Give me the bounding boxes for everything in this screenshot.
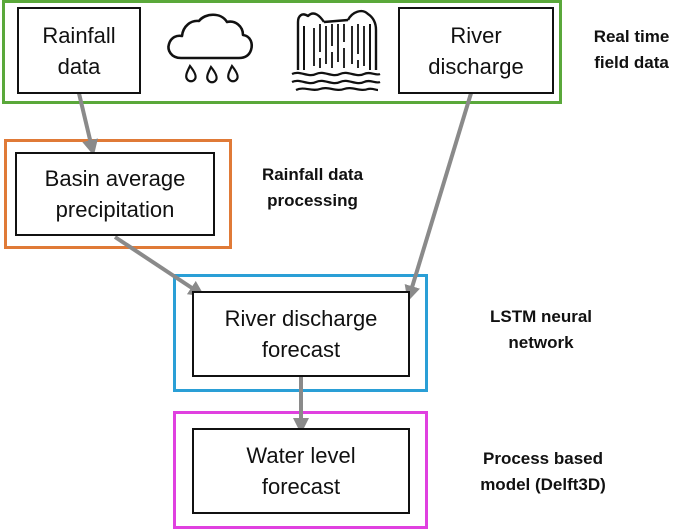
- river-discharge-box: River discharge: [398, 7, 554, 94]
- rainfall-data-box: Rainfall data: [17, 7, 141, 94]
- arrow-discharge-to-forecast: [404, 89, 474, 302]
- waterfall-icon: [291, 9, 381, 92]
- field-data-label: Real time field data: [593, 27, 670, 72]
- arrow-basin-to-forecast: [113, 235, 205, 297]
- arrow-rainfall-to-basin: [75, 84, 98, 156]
- rain-cloud-icon: [167, 13, 254, 84]
- rainfall-processing-frame: [4, 139, 232, 249]
- river-discharge-forecast-box: River discharge forecast: [192, 291, 410, 377]
- lstm-label: LSTM neural network: [489, 307, 592, 352]
- water-level-forecast-box: Water level forecast: [192, 428, 410, 514]
- basin-average-precipitation-box: Basin average precipitation: [15, 152, 215, 236]
- rainfall-processing-label: Rainfall data processing: [261, 165, 364, 210]
- process-model-label: Process based model (Delft3D): [480, 449, 606, 494]
- field-data-frame: [2, 0, 562, 104]
